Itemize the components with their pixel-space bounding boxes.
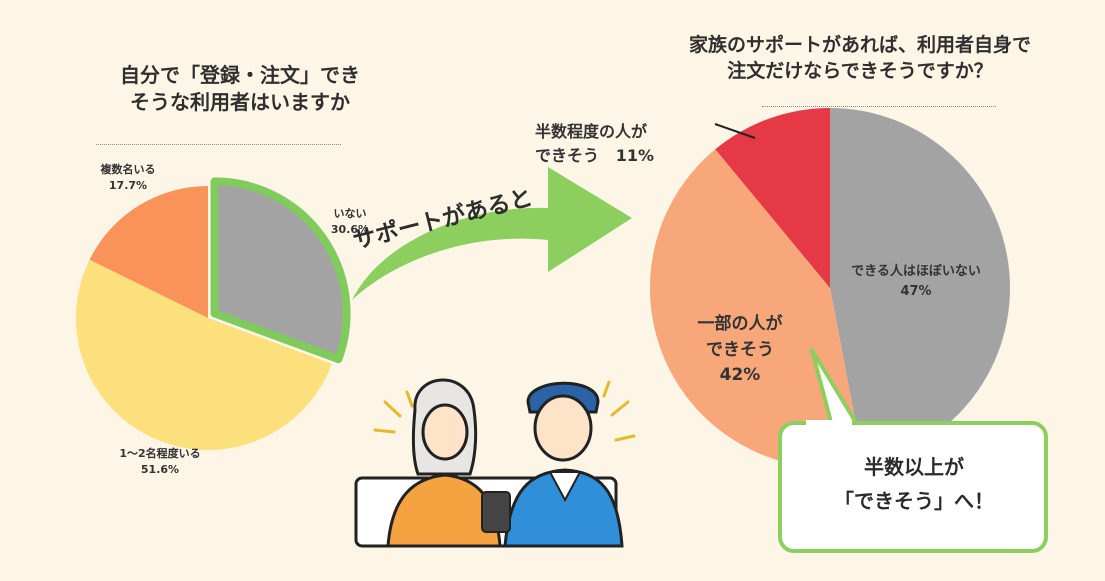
right-pie-slice-0 (830, 108, 1010, 465)
left-pie-chart (75, 177, 351, 451)
left-slice-label-multiple: 複数名いる 17.7% (100, 163, 156, 192)
right-slice-label-some: 一部の人が できそう 42% (697, 314, 783, 385)
right-slice-label-half: 半数程度の人が できそう 11% (535, 122, 655, 165)
support-arrow (352, 167, 632, 300)
right-title-divider (762, 106, 996, 107)
left-title-divider (96, 144, 341, 145)
left-pie-slice-0 (210, 177, 351, 364)
people-illustration (354, 378, 636, 548)
left-pie-slice-1 (75, 259, 332, 451)
speech-bubble-text: 半数以上が 「できそう」へ！ (834, 455, 994, 513)
red-slice-pointer (714, 123, 756, 139)
left-slice-label-few: 1〜2名程度いる 51.6% (119, 447, 201, 476)
right-slice-label-none: できる人はほぼいない 47% (851, 264, 981, 299)
right-pie-chart (650, 108, 1010, 468)
right-chart-title: 家族のサポートがあれば、利用者自身で 注文だけならできそうですか？ (688, 34, 1031, 82)
left-chart-title: 自分で「登録・注文」でき そうな利用者はいますか (120, 63, 360, 114)
left-pie-slice-2 (89, 186, 208, 318)
right-pie-slice-1 (650, 149, 864, 468)
right-pie-slice-2 (715, 108, 830, 288)
left-slice-label-none: いない 30.6% (330, 207, 370, 236)
speech-bubble (778, 421, 1048, 553)
